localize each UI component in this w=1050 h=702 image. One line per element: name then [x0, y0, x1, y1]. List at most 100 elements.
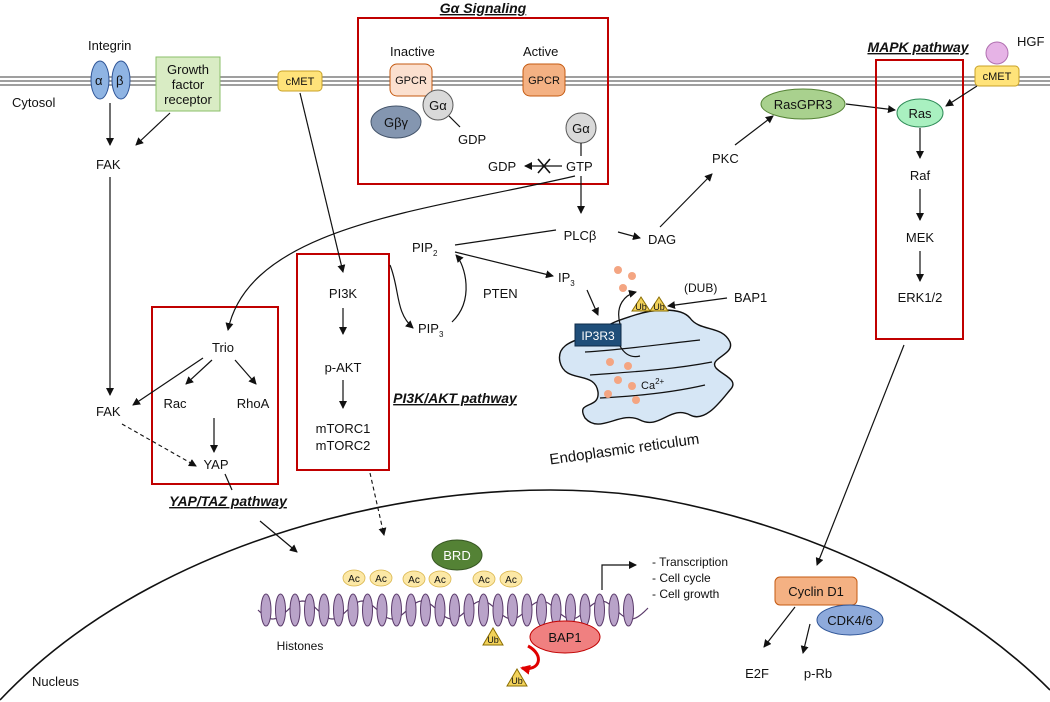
ac-mark-4: Ac — [434, 575, 446, 586]
cmet-to-ras-arrow — [945, 85, 978, 107]
gpcr-active — [522, 63, 566, 97]
chromatin-fiber — [257, 593, 649, 627]
histone-nucleosome — [289, 593, 301, 627]
pkc-label: PKC — [712, 151, 739, 166]
mapk-title: MAPK pathway — [867, 39, 969, 55]
pten-label: PTEN — [483, 286, 518, 301]
brd-label: BRD — [443, 548, 470, 563]
galpha-title: Gα Signaling — [440, 0, 527, 16]
pip2-label: PIP2 — [412, 240, 438, 258]
histone-nucleosome — [536, 593, 547, 627]
ca-release-arrow — [618, 289, 637, 325]
fak-top-label: FAK — [96, 157, 121, 172]
histone-nucleosome — [347, 593, 359, 627]
histone-nucleosome — [463, 593, 475, 627]
histones-label: Histones — [277, 639, 324, 653]
ip3-to-ip3r3-arrow — [586, 289, 599, 316]
histone-nucleosome — [608, 593, 620, 627]
histone-nucleosome — [449, 593, 460, 627]
cyclin-d1 — [774, 576, 858, 606]
ac-mark-2: Ac — [375, 574, 387, 585]
gfr-to-fak-arrow — [135, 112, 171, 146]
er-lumen-fold — [584, 339, 713, 399]
histone-nucleosome — [362, 593, 373, 627]
calcium-label: Ca2+ — [641, 377, 665, 392]
galpha-inactive — [422, 89, 454, 121]
rasgpr3 — [760, 88, 846, 120]
gpcr-active-label: GPCR — [528, 75, 560, 87]
ip3r3-label: IP3R3 — [581, 329, 615, 343]
hgf-ligand — [985, 41, 1009, 65]
dag-to-pkc-arrow — [659, 173, 713, 228]
yap-label: YAP — [203, 457, 228, 472]
rac-label: Rac — [163, 396, 187, 411]
gbg-label: Gβγ — [384, 115, 409, 130]
pkc-to-rasgpr3-arrow — [734, 115, 774, 146]
integrin-beta-text: β — [116, 73, 123, 88]
ac-mark-5: Ac — [478, 575, 490, 586]
trio-label: Trio — [212, 340, 234, 355]
nucleus-label: Nucleus — [32, 674, 79, 689]
pip3-label: PIP3 — [418, 321, 444, 339]
cmet-right-label: cMET — [983, 71, 1012, 83]
trio-to-rac-arrow — [185, 359, 213, 385]
e2f-label: E2F — [745, 666, 769, 681]
gfr-line2: factor — [172, 77, 205, 92]
ac-mark-1: Ac — [348, 574, 360, 585]
gtp-to-trio-arrow — [225, 175, 576, 331]
nucleus-envelope — [0, 489, 1050, 701]
ip3-label: IP3 — [558, 270, 575, 288]
plcb-to-dag-arrow — [617, 231, 641, 241]
histone-nucleosome — [333, 593, 344, 627]
trio-to-rhoa-arrow — [234, 359, 257, 385]
pi3k-title: PI3K/AKT pathway — [393, 390, 518, 406]
histone-nucleosome — [492, 593, 504, 627]
galpha-active-label: Gα — [572, 121, 590, 136]
integrin-alpha — [90, 60, 110, 100]
histone-nucleosome — [594, 593, 605, 627]
ub-tag-er-1 — [631, 296, 651, 312]
output-cell-cycle: - Cell cycle — [652, 571, 711, 585]
rasgpr3-label: RasGPR3 — [774, 97, 833, 112]
histone-nucleosome — [623, 593, 634, 627]
brd-protein — [431, 539, 483, 571]
integrin-beta — [111, 60, 131, 100]
cmet-left-label: cMET — [286, 76, 315, 88]
plcb-label: PLCβ — [564, 228, 597, 243]
pi3k-label: PI3K — [329, 286, 358, 301]
bap1-nuclear — [529, 620, 601, 654]
dag-label: DAG — [648, 232, 676, 247]
yap-title: YAP/TAZ pathway — [169, 493, 288, 509]
histone-nucleosome — [420, 593, 431, 627]
output-transcription: - Transcription — [652, 555, 728, 569]
bap1-er-label: BAP1 — [734, 290, 767, 305]
gdp-link — [448, 115, 461, 128]
mtor-to-nucleus-dashed-arrow — [369, 472, 387, 536]
ac-mark-3: Ac — [408, 575, 420, 586]
pi3k-akt-box — [296, 253, 390, 471]
bap1-to-ub-arrow — [667, 297, 728, 310]
fak-lower-label: FAK — [96, 404, 121, 419]
transcription-start-arrow — [601, 561, 637, 590]
ub-er-1-label: Ub — [635, 302, 647, 312]
deubiquitination-arrow — [520, 644, 540, 675]
er-label: Endoplasmic reticulum — [548, 431, 700, 469]
histone-nucleosome — [579, 593, 591, 627]
cyclin-d1-label: Cyclin D1 — [788, 584, 844, 599]
yap-title-to-nucleus-arrow — [259, 520, 298, 553]
histone-nucleosome — [434, 593, 446, 627]
raf-label: Raf — [910, 168, 931, 183]
output-cell-growth: - Cell growth — [652, 587, 719, 601]
active-label: Active — [523, 44, 558, 59]
gpcr-inactive — [389, 63, 433, 97]
inactive-label: Inactive — [390, 44, 435, 59]
ac-mark-6: Ac — [505, 575, 517, 586]
histone-nucleosome — [391, 593, 402, 627]
integrin-alpha-text: α — [95, 73, 103, 88]
cdk46-label: CDK4/6 — [827, 613, 873, 628]
ub-er-2-label: Ub — [653, 302, 665, 312]
rhoa-label: RhoA — [237, 396, 270, 411]
gpcr-inactive-label: GPCR — [395, 75, 427, 87]
gfr-line3: receptor — [164, 92, 212, 107]
galpha-inactive-label: Gα — [429, 98, 447, 113]
